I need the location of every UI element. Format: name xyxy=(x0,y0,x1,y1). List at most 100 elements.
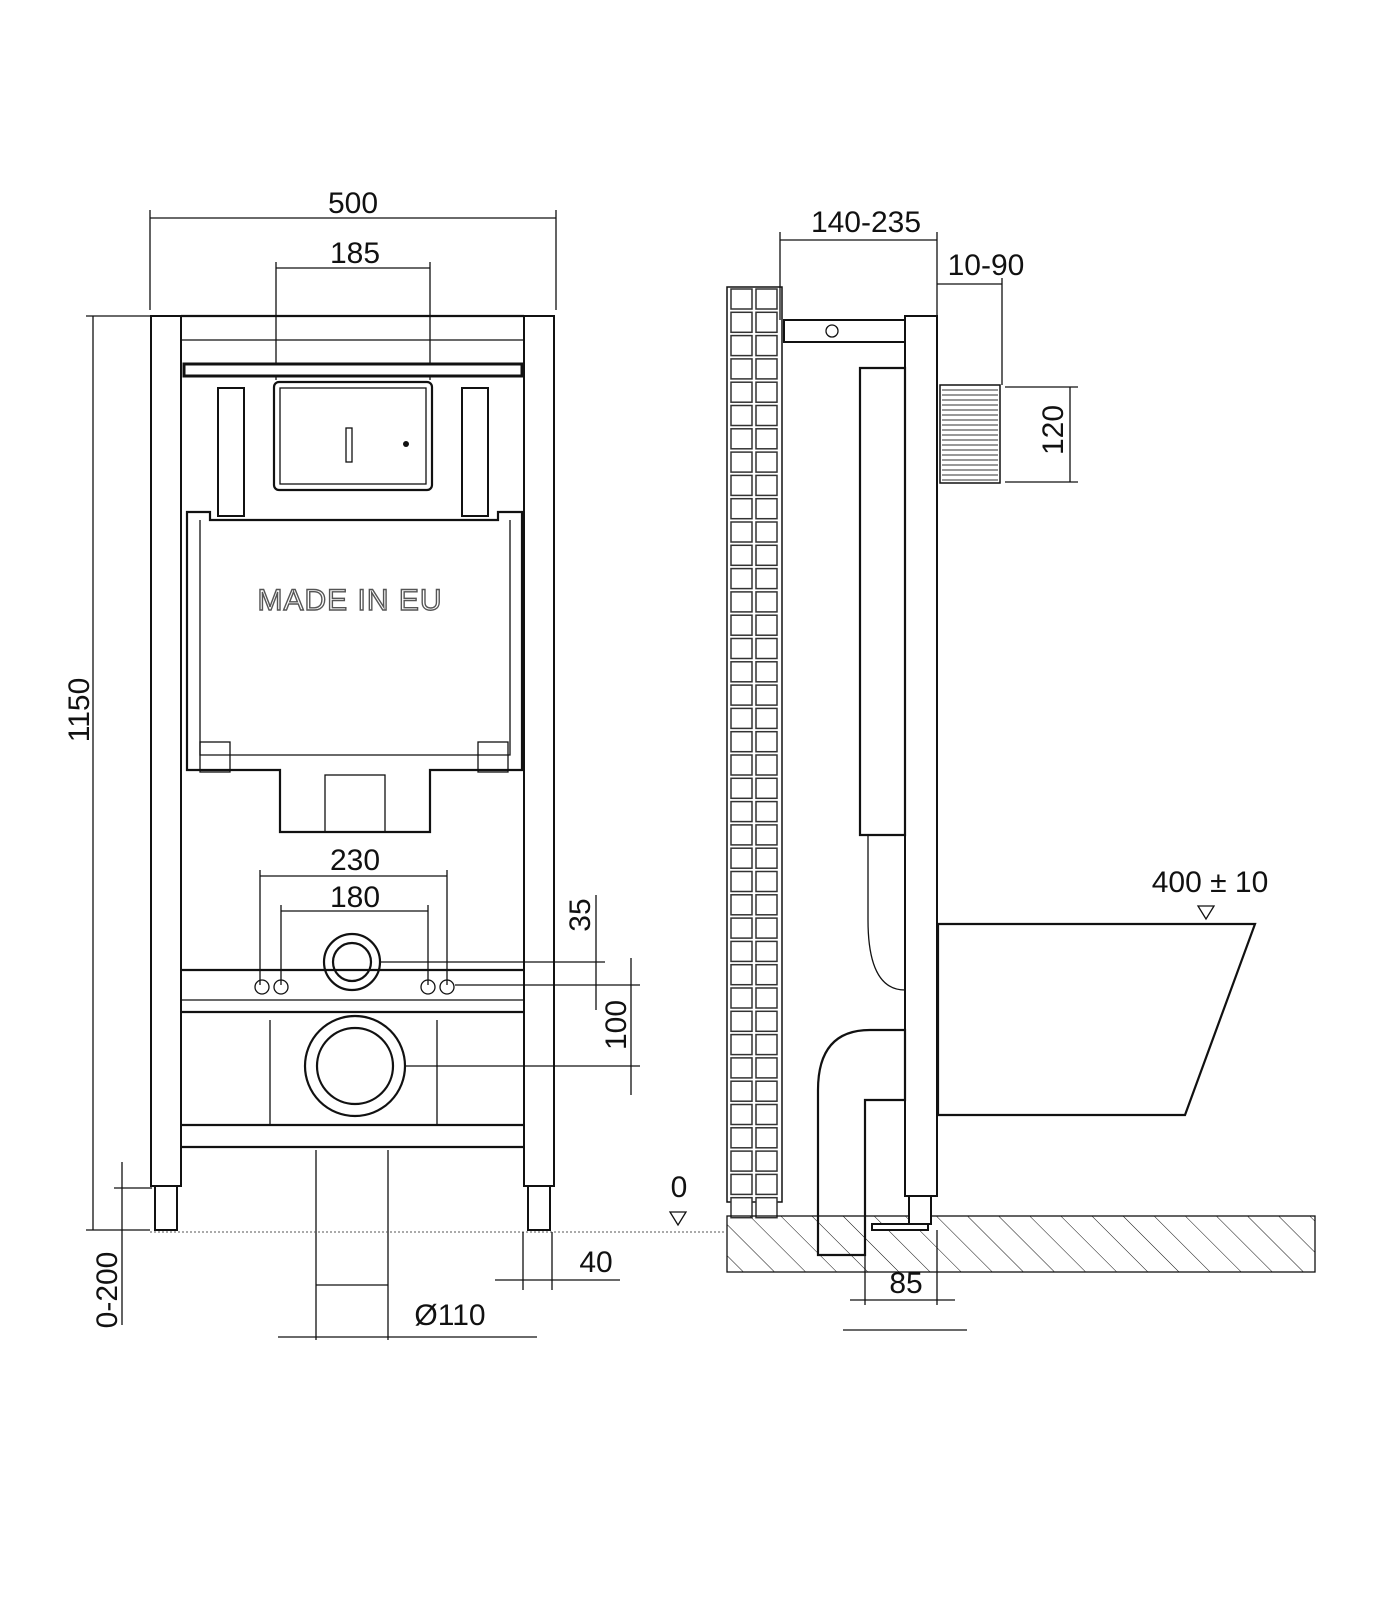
tile xyxy=(730,963,753,986)
dimension-leg-adjust: 0-200 xyxy=(91,1162,152,1328)
tile xyxy=(730,1103,753,1126)
tile xyxy=(730,358,753,380)
tile xyxy=(730,1196,753,1219)
inner-spacing-label: 180 xyxy=(330,881,380,914)
drain-diameter-label: Ø110 xyxy=(414,1299,485,1332)
tile xyxy=(755,451,778,473)
tile xyxy=(755,1010,778,1033)
dimension-drain-diameter: Ø110 xyxy=(278,1285,537,1340)
right-bracket xyxy=(461,387,489,517)
tile xyxy=(755,800,778,823)
tile xyxy=(755,1127,778,1149)
tile xyxy=(755,661,778,683)
drain-outlet xyxy=(303,1014,407,1118)
tile xyxy=(730,917,753,939)
tile xyxy=(755,940,778,963)
flush-plate xyxy=(939,384,1001,484)
tile xyxy=(730,800,753,823)
tile xyxy=(730,1010,753,1033)
leg-adjust-label: 0-200 xyxy=(91,1252,124,1329)
tile xyxy=(730,870,753,893)
tile xyxy=(755,754,778,776)
tile xyxy=(730,497,753,520)
tile xyxy=(730,1173,753,1196)
tile xyxy=(755,358,778,380)
tile xyxy=(755,870,778,893)
depth-label: 140-235 xyxy=(811,206,921,239)
tile xyxy=(755,1196,778,1219)
tile xyxy=(730,521,753,543)
right-foot xyxy=(527,1185,551,1231)
wall-tiles xyxy=(726,286,783,1219)
dimension-stud-spacing: 230 180 xyxy=(259,844,448,985)
floor-marker-icon xyxy=(668,1211,688,1227)
tile xyxy=(730,591,753,613)
tile xyxy=(730,987,753,1009)
tile xyxy=(755,334,778,357)
tile xyxy=(730,730,753,753)
tile xyxy=(730,288,753,310)
side-cistern xyxy=(858,366,907,837)
tile xyxy=(755,474,778,497)
tile xyxy=(755,381,778,403)
tile xyxy=(755,894,778,916)
tile xyxy=(730,1057,753,1079)
side-upright xyxy=(904,315,938,1197)
tile xyxy=(730,567,753,590)
wall-bracket xyxy=(783,319,906,343)
tile xyxy=(730,451,753,473)
tile xyxy=(730,404,753,427)
tile xyxy=(730,1033,753,1056)
tile xyxy=(755,567,778,590)
tile xyxy=(755,1103,778,1126)
tile xyxy=(730,661,753,683)
tile xyxy=(730,311,753,334)
side-drain-bend xyxy=(816,1028,907,1257)
seat-height-label: 400 ± 10 xyxy=(1152,866,1269,899)
left-foot xyxy=(154,1185,178,1231)
dimension-foot: 40 xyxy=(495,1232,620,1290)
tile xyxy=(755,1150,778,1172)
dimension-width: 500 xyxy=(149,187,557,310)
tile xyxy=(755,288,778,310)
tile xyxy=(755,428,778,450)
tile xyxy=(730,707,753,730)
height-label: 1150 xyxy=(63,678,96,743)
tile xyxy=(755,824,778,846)
front-view: 500 185 1150 xyxy=(63,187,725,1340)
cistern-top-rail xyxy=(182,362,524,378)
width-label: 500 xyxy=(328,187,378,220)
tile xyxy=(730,1080,753,1102)
tile xyxy=(755,730,778,753)
toilet-bowl xyxy=(936,922,1257,1117)
tile xyxy=(755,311,778,334)
foot-offset-label: 85 xyxy=(889,1267,922,1300)
tile xyxy=(755,707,778,730)
tile xyxy=(755,987,778,1009)
tile xyxy=(730,824,753,846)
tile xyxy=(755,404,778,427)
projection-label: 10-90 xyxy=(948,249,1025,282)
tile xyxy=(755,614,778,636)
dimension-inlet-drain: 35 100 xyxy=(380,895,640,1095)
tile xyxy=(755,497,778,520)
tile xyxy=(755,1033,778,1056)
tile xyxy=(730,940,753,963)
tile xyxy=(755,591,778,613)
tile xyxy=(730,544,753,567)
left-bracket xyxy=(217,387,245,517)
flush-opening xyxy=(272,380,434,492)
foot-width-label: 40 xyxy=(579,1246,612,1279)
outer-spacing-label: 230 xyxy=(330,844,380,877)
tile xyxy=(730,684,753,706)
tile xyxy=(730,754,753,776)
tile xyxy=(730,474,753,497)
tile xyxy=(755,521,778,543)
tile xyxy=(730,894,753,916)
tile xyxy=(755,637,778,660)
tile xyxy=(755,847,778,869)
tile xyxy=(730,334,753,357)
tile xyxy=(730,1150,753,1172)
plate-height-label: 120 xyxy=(1037,405,1070,455)
